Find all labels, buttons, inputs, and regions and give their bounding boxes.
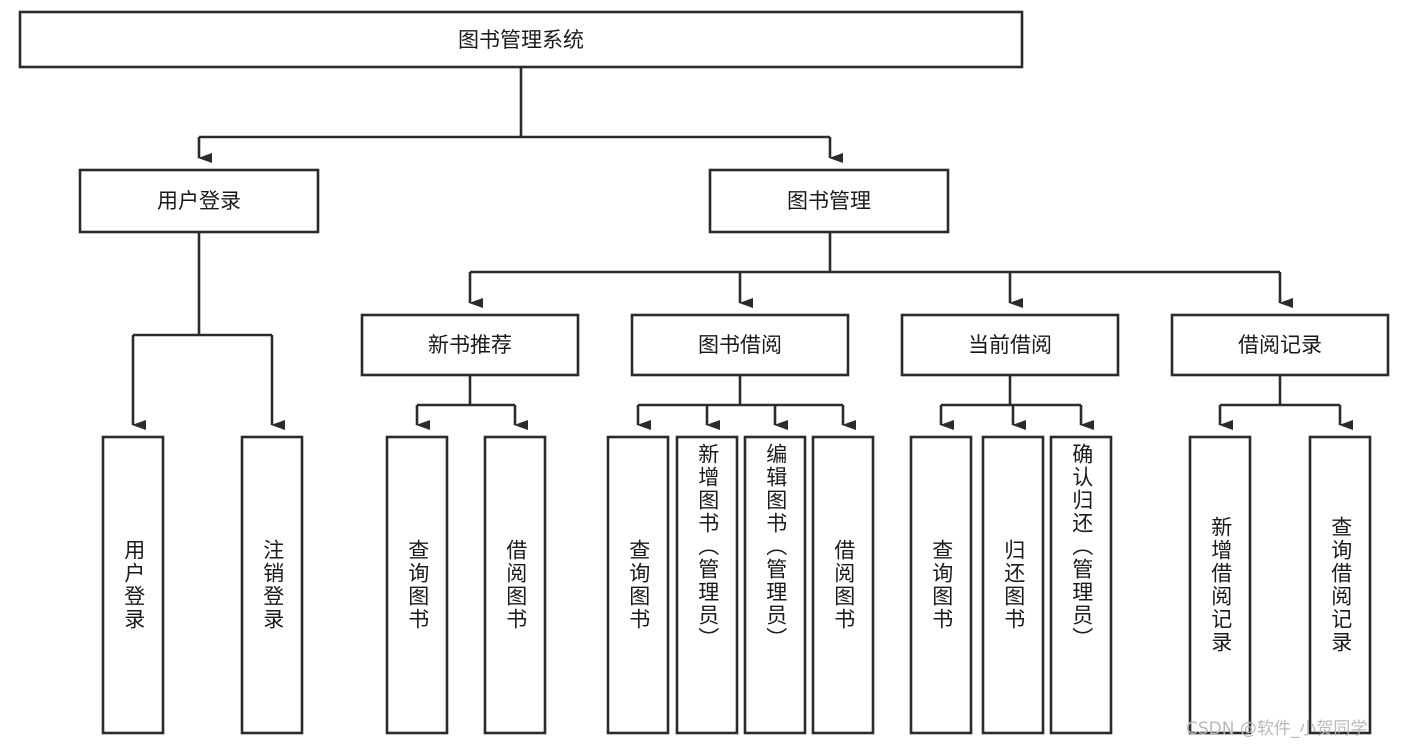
leaf-br-query-box[interactable] [1308,435,1372,735]
node-root[interactable]: 图书管理系统 [18,10,1024,69]
node-book-borrow-label: 图书借阅 [698,333,782,357]
leaf-cb-return-box[interactable] [981,435,1045,735]
leaf-bb-borrow-box[interactable] [811,435,875,735]
node-user-login-label: 用户登录 [157,189,241,213]
node-layer: 图书管理系统 用户登录 图书管理 新书推荐 图书借阅 [18,10,1390,735]
node-book-manage-box[interactable] [708,168,950,234]
leaf-cb-query-box[interactable] [909,435,973,735]
node-borrow-record-label: 借阅记录 [1238,333,1322,357]
node-user-login[interactable]: 用户登录 [78,168,320,234]
leaf-nb-borrow-box[interactable] [483,435,547,735]
node-new-book-rec-label: 新书推荐 [428,333,512,357]
node-current-borrow-label: 当前借阅 [968,333,1052,357]
leaf-user-logout-box[interactable] [240,435,304,735]
leaf-nb-query-box[interactable] [385,435,449,735]
leaf-br-add-box[interactable] [1188,435,1252,735]
node-root-box[interactable] [18,10,1024,69]
node-user-login-box[interactable] [78,168,320,234]
node-new-book-rec-box[interactable] [360,313,580,377]
node-current-borrow-box[interactable] [900,313,1120,377]
node-borrow-record-box[interactable] [1170,313,1390,377]
node-book-borrow[interactable]: 图书借阅 [630,313,850,377]
leaf-cb-confirm-box[interactable] [1049,435,1113,735]
leaf-bb-edit-box[interactable] [743,435,807,735]
connector-layer [131,67,1353,430]
node-new-book-rec[interactable]: 新书推荐 [360,313,580,377]
node-root-label: 图书管理系统 [458,28,584,52]
node-book-manage-label: 图书管理 [787,189,871,213]
leaf-bb-query-box[interactable] [606,435,670,735]
node-current-borrow[interactable]: 当前借阅 [900,313,1120,377]
node-book-manage[interactable]: 图书管理 [708,168,950,234]
leaf-layer [101,435,1372,735]
node-book-borrow-box[interactable] [630,313,850,377]
leaf-bb-add-box[interactable] [675,435,739,735]
leaf-user-login-box[interactable] [101,435,165,735]
node-borrow-record[interactable]: 借阅记录 [1170,313,1390,377]
